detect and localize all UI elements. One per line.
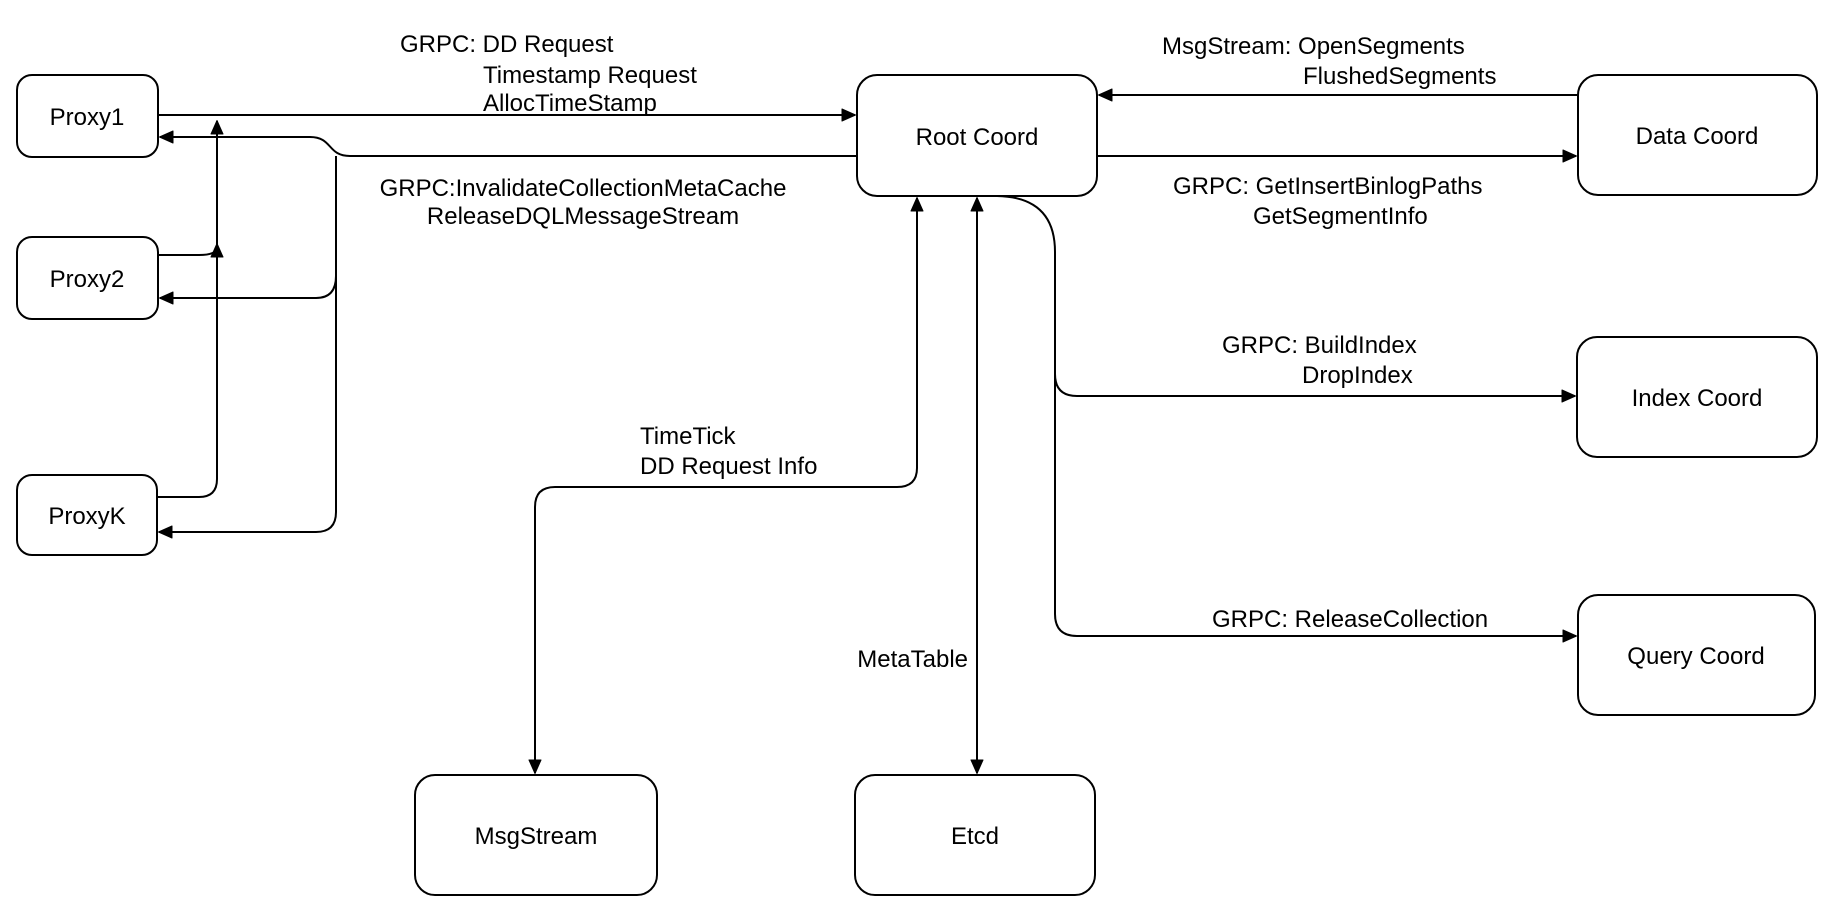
node-indexcoord-box	[1576, 336, 1818, 458]
node-proxyk-label: ProxyK	[48, 503, 125, 530]
node-rootcoord-label: Root Coord	[916, 124, 1039, 151]
node-proxy2-box	[16, 236, 159, 320]
label-root-to-query-line1: GRPC: ReleaseCollection	[1212, 606, 1488, 633]
edge-rootcoord-to-indexcoord	[1054, 373, 1576, 403]
label-root-to-etcd-line1: MetaTable	[857, 646, 968, 673]
label-root-to-proxy-line2: ReleaseDQLMessageStream	[427, 203, 739, 230]
node-proxy1-box	[16, 74, 159, 158]
label-proxy-to-root-line1: GRPC: DD Request	[400, 31, 614, 58]
label-root-to-data-line2: GetSegmentInfo	[1253, 203, 1428, 230]
label-root-to-msgstream-line2: DD Request Info	[640, 453, 817, 480]
node-proxy1-label: Proxy1	[50, 104, 125, 131]
node-etcd-label: Etcd	[951, 823, 999, 850]
node-msgstream-label: MsgStream	[475, 823, 598, 850]
label-data-to-root-line1: MsgStream: OpenSegments	[1162, 33, 1465, 60]
node-etcd-box	[854, 774, 1096, 896]
edge-proxy2-merge-up	[158, 243, 224, 258]
node-rootcoord-box	[856, 74, 1098, 197]
node-datacoord-box	[1577, 74, 1818, 196]
node-querycoord-label: Query Coord	[1627, 643, 1764, 670]
label-root-to-data-line1: GRPC: GetInsertBinlogPaths	[1173, 173, 1482, 200]
label-data-to-root-line2: FlushedSegments	[1303, 63, 1496, 90]
edge-rootcoord-to-proxy1	[159, 130, 857, 157]
edge-proxyk-merge-up	[157, 120, 224, 498]
label-root-to-index-line2: DropIndex	[1302, 362, 1413, 389]
label-root-to-msgstream-line1: TimeTick	[640, 423, 737, 450]
node-datacoord-label: Data Coord	[1636, 123, 1759, 150]
node-proxy2-label: Proxy2	[50, 266, 125, 293]
edge-rootcoord-to-querycoord	[996, 195, 1577, 643]
label-proxy-to-root-line3: AllocTimeStamp	[483, 90, 657, 117]
node-indexcoord-label: Index Coord	[1632, 385, 1763, 412]
node-msgstream-box	[414, 774, 658, 896]
edge-rootcoord-to-proxyk	[158, 156, 337, 539]
node-querycoord-box	[1577, 594, 1816, 716]
label-root-to-proxy-line1: GRPC:InvalidateCollectionMetaCache	[380, 175, 787, 202]
edge-rootcoord-to-proxy2	[159, 275, 337, 305]
node-proxyk-box	[16, 474, 158, 556]
edge-rootcoord-msgstream	[528, 197, 924, 774]
label-root-to-index-line1: GRPC: BuildIndex	[1222, 332, 1417, 359]
label-proxy-to-root-line2: Timestamp Request	[483, 62, 697, 89]
